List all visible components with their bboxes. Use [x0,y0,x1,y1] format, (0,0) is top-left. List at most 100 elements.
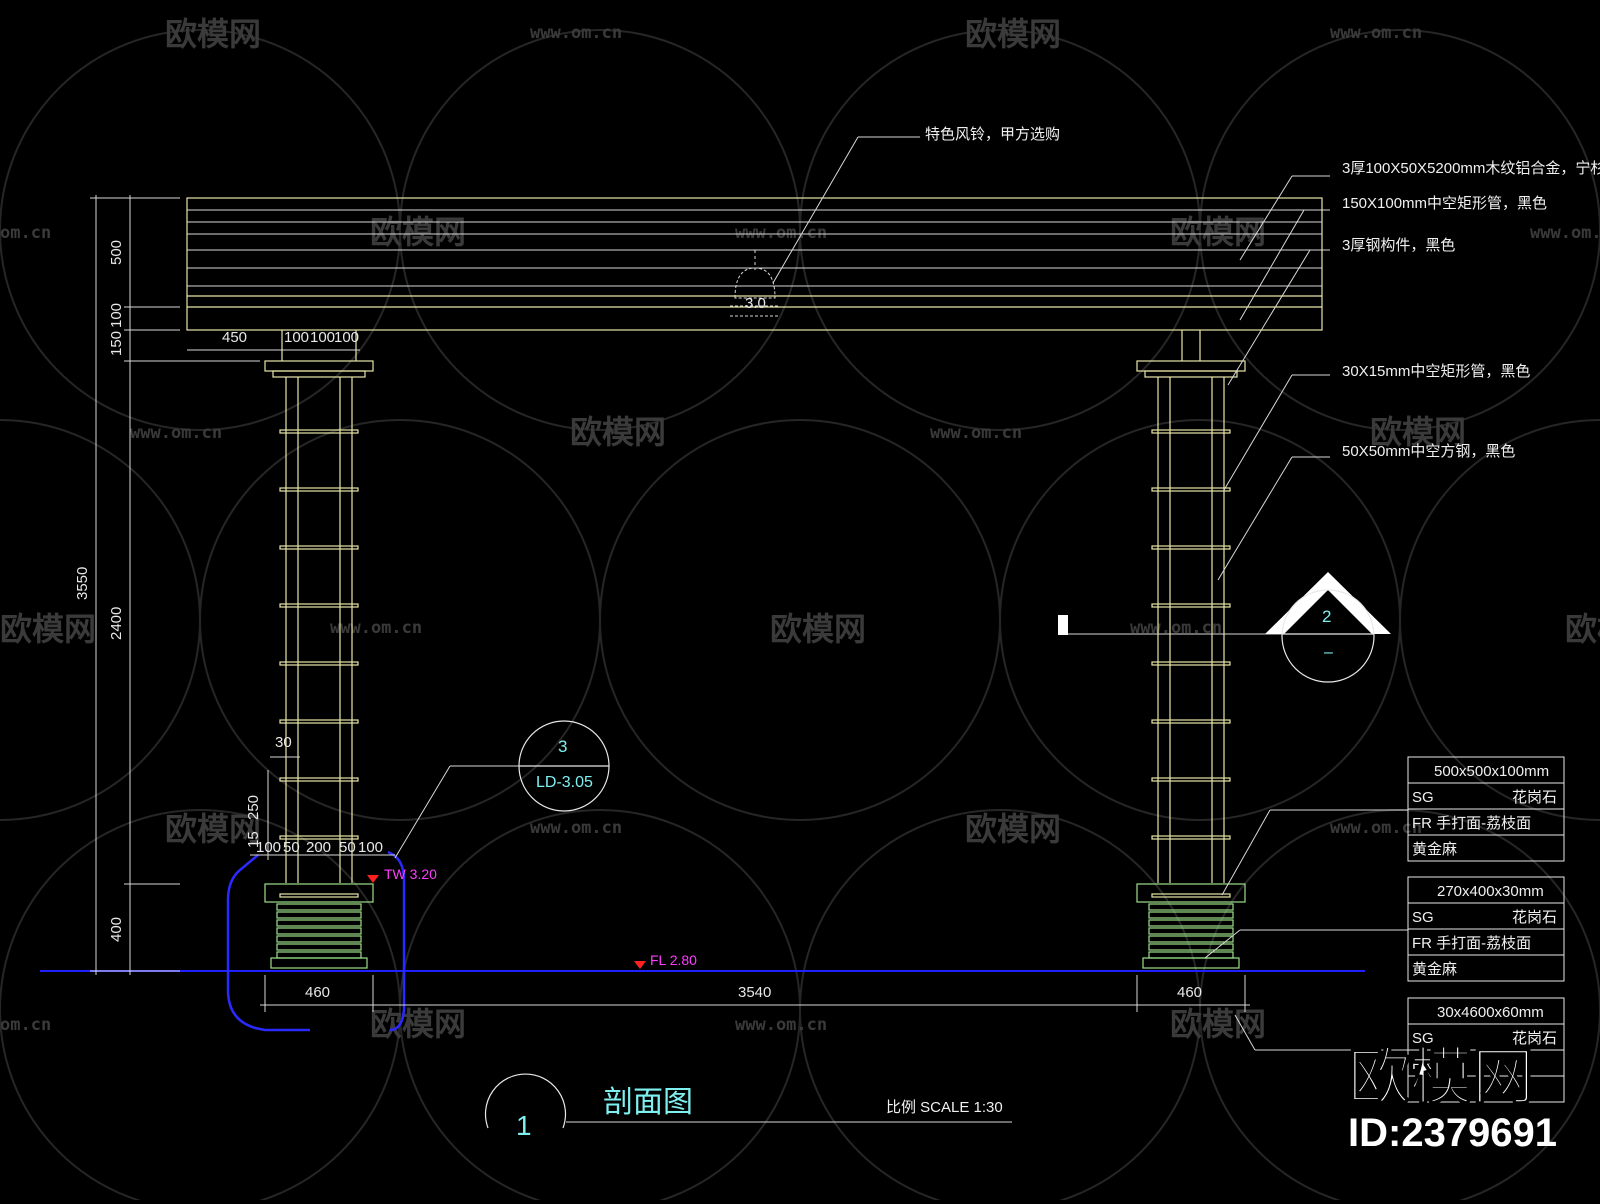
detail-callout-3[interactable]: 3 LD-3.05 [394,720,610,859]
callout-3-ref: LD-3.05 [536,774,593,791]
watermark-brand: 欧模网 [370,1005,466,1043]
watermark-brand: 欧模网 [965,15,1061,53]
callout-2-number: 2 [1322,607,1331,626]
ladder-rung [279,835,359,840]
note-square-steel: 50X50mm中空方钢，黑色 [1342,443,1515,460]
base-step [1148,935,1234,943]
dim-100a: 100 [284,329,309,346]
level-tw: TW 3.20 [367,866,437,883]
dim-b200: 200 [306,839,331,856]
section-callout-2[interactable]: 2 – [1058,572,1391,683]
note-aluminum: 3厚100X50X5200mm木纹铝合金，宁杉 [1342,160,1600,177]
watermark-brand: 欧模网 [165,15,261,53]
left-column[interactable] [264,330,374,898]
ladder-rung [1151,777,1231,782]
ladder-rung [279,661,359,666]
svg-text:SG: SG [1412,789,1434,806]
dim-100b: 100 [310,329,335,346]
ladder-rung [279,487,359,492]
dim-100-vert: 100 [108,303,125,328]
dim-400: 400 [108,917,125,942]
ladder-rung [1151,429,1231,434]
dim-2400: 2400 [108,607,125,640]
watermark-url: www.om.cn [530,23,622,43]
base-step [1148,927,1234,935]
drawing-title: 剖面图 [603,1086,693,1119]
left-base[interactable] [264,883,374,969]
note-rect-tube-30: 30X15mm中空矩形管，黑色 [1342,363,1530,380]
watermark-url: www.om.cn [530,818,622,838]
watermark-url: www.om.cn [735,1015,827,1035]
svg-text:FR 手打面-荔枝面: FR 手打面-荔枝面 [1412,815,1531,832]
svg-text:黄金麻: 黄金麻 [1412,961,1457,978]
bell-label: 3.0 [745,295,766,312]
dim-100c: 100 [334,329,359,346]
dim-150: 150 [108,331,125,356]
svg-text:TW 3.20: TW 3.20 [384,866,437,882]
watermark-url: om.cn [0,1015,51,1035]
ladder-rung [1151,719,1231,724]
callout-2-ref: – [1324,644,1333,661]
watermark-brand: 欧模网 [965,810,1061,848]
ladder-rung [279,777,359,782]
watermark-url: www.om.cn [1330,818,1422,838]
svg-text:花岗石: 花岗石 [1512,909,1557,926]
dim-450: 450 [222,329,247,346]
cap-dimensions: 450 100 100 100 [187,329,360,351]
watermark-brand: 欧模网 [370,213,466,251]
dim-250: 250 [245,795,262,820]
brand-logo: 欧模网 ID:2379691 [1347,1042,1557,1155]
right-column[interactable] [1136,330,1246,898]
ladder-rung [279,893,359,898]
dim-b100a: 100 [256,839,281,856]
svg-text:FR 手打面-荔枝面: FR 手打面-荔枝面 [1412,935,1531,952]
watermark-url: www.om.cn [1530,223,1600,243]
drawing-scale: 比例 SCALE 1:30 [886,1099,1003,1116]
watermark-brand: 欧模网 [1565,610,1600,648]
material-table-3: 30x4600x60mm SG 花岗石 FR [1407,997,1565,1103]
material-table-2: 270x400x30mm SG 花岗石 FR 手打面-荔枝面 黄金麻 [1407,876,1565,982]
section-number: 1 [516,1110,532,1141]
base-step [276,935,362,943]
watermark-brand: 欧模网 [165,810,261,848]
dim-15: 15 [245,831,262,848]
dim-500: 500 [108,240,125,265]
dim-3540: 3540 [738,984,771,1001]
ladder-rung [279,545,359,550]
material-notes: 特色风铃，甲方选购 3厚100X50X5200mm木纹铝合金，宁杉 150X10… [925,126,1600,460]
material-table-1: 500x500x100mm SG 花岗石 FR 手打面-荔枝面 黄金麻 [1407,756,1565,862]
note-steel-member: 3厚钢构件，黑色 [1342,237,1455,254]
base-step [276,903,362,911]
svg-text:FR: FR [1412,1056,1432,1073]
base-step [276,911,362,919]
ladder-rung [279,429,359,434]
note-leaders [772,136,1408,1051]
svg-text:270x400x30mm: 270x400x30mm [1437,883,1544,900]
right-base[interactable] [1136,883,1246,969]
brand-logo-text: 欧模网 [1348,1043,1534,1112]
svg-text:500x500x100mm: 500x500x100mm [1434,763,1549,780]
drawing-title-block: 1 剖面图 比例 SCALE 1:30 [484,1073,1012,1141]
base-step [276,951,362,959]
watermark-url: www.om.cn [130,423,222,443]
ladder-rung [1151,661,1231,666]
watermark-brand: 欧模网 [0,610,96,648]
ladder-rung [279,603,359,608]
watermark-brand: 欧模网 [1170,1005,1266,1043]
ladder-rung [279,719,359,724]
vertical-dimensions: 500 100 150 3550 2400 400 [74,195,260,975]
watermark-brand: 欧模网 [1370,413,1466,451]
ladder-rung [1151,545,1231,550]
note-wind-bell: 特色风铃，甲方选购 [925,126,1060,143]
watermark-url: www.om.cn [930,423,1022,443]
detail-boundary[interactable] [226,850,406,1032]
ladder-rung [1151,835,1231,840]
callout-3-number: 3 [558,737,567,756]
dim-460-left: 460 [305,984,330,1001]
wind-bell[interactable]: 3.0 [730,250,780,317]
watermark-brand: 欧模网 [570,413,666,451]
dim-3550: 3550 [74,567,91,600]
watermark-url: www.om.cn [735,223,827,243]
